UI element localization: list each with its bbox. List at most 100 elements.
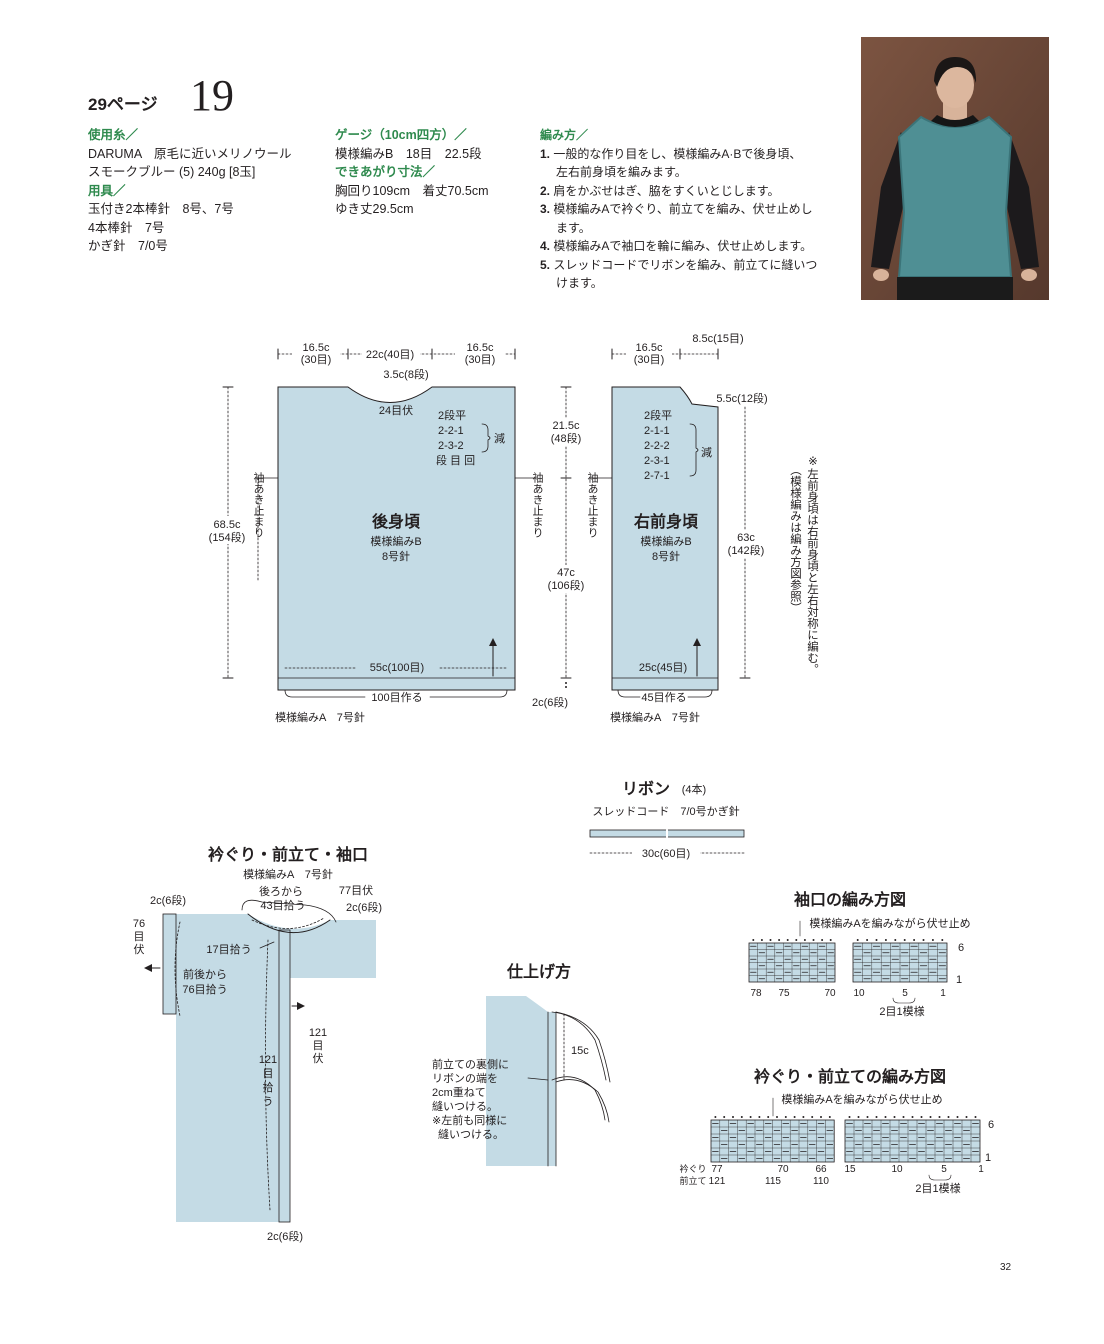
step-number: 2.	[540, 183, 551, 198]
collar-chart-title: 衿ぐり・前立ての編み方図	[754, 1067, 946, 1086]
front-neck-width: 8.5c(15目)	[692, 333, 743, 345]
back-dec-label: 減	[494, 431, 505, 445]
right-front-diagram: 16.5c (30目) 8.5c(15目) 5.5c(12段) 2段平 2-1-…	[586, 333, 819, 724]
tool-line: かぎ針 7/0号	[88, 239, 168, 253]
cuff-row: 6	[958, 942, 964, 954]
front-dec: 2段平	[644, 408, 672, 422]
middle-dimensions: 21.5c (48段) 47c (106段) 2c(6段)	[532, 386, 590, 709]
collar-chart-top: 模様編みAを編みながら伏せ止め	[781, 1092, 942, 1106]
back-shoulder-left: 16.5c	[303, 342, 330, 354]
tool-line: 4本棒針 7号	[88, 220, 165, 235]
back-height-rows: (154段)	[209, 530, 246, 544]
back-body-diagram: 16.5c (30目) 22c(40目) 16.5c (30目) 3.5c(8段…	[202, 341, 544, 724]
back-armhole-left: 袖あき止まり	[252, 471, 265, 538]
cuff-chart-top: 模様編みAを編みながら伏せ止め	[809, 916, 970, 930]
finish-title: 仕上げ方	[506, 962, 571, 981]
yarn-label: 使用糸／	[88, 128, 139, 142]
tool-line: 玉付き2本棒針 8号、7号	[88, 202, 234, 216]
gauge-label: ゲージ（10cm四方）／	[335, 128, 467, 142]
collar-label: 2c(6段)	[267, 1229, 303, 1243]
back-neck-depth: 3.5c(8段)	[383, 367, 428, 381]
yarn-line: DARUMA 原毛に近いメリノウール	[88, 146, 292, 161]
finish-length: 15c	[571, 1045, 589, 1057]
step-text-cont: 左右前身頃を編みます。	[556, 165, 687, 179]
cuff-row: 1	[956, 974, 962, 986]
ribbon-diagram: リボン (4本) スレッドコード 7/0号かぎ針 30c(60目)	[589, 780, 745, 860]
front-width: 25c(45目)	[639, 662, 687, 674]
collar-chart: 衿ぐり・前立ての編み方図 模様編みAを編みながら伏せ止め 6 1 衿ぐり 前立て…	[679, 1067, 994, 1195]
front-shoulder-rows: (30目)	[634, 354, 665, 366]
back-title: 後身頃	[372, 512, 421, 531]
collar-title: 衿ぐり・前立て・袖口	[208, 845, 368, 864]
finish-note: 縫いつける。	[432, 1099, 498, 1113]
collar-sub: 模様編みA 7号針	[243, 867, 333, 881]
collar-label: 伏	[313, 1051, 324, 1065]
step-text: 肩をかぶせはぎ、脇をすくいとじします。	[553, 183, 780, 198]
step-text: 模様編みAで袖口を輪に編み、伏せ止めします。	[553, 239, 813, 253]
front-height: 63c	[737, 532, 755, 544]
ribbon-title: リボン	[622, 780, 670, 798]
method-label: 編み方／	[540, 128, 589, 142]
collar-stitch-label: 70	[777, 1164, 789, 1175]
tools-label: 用具／	[88, 183, 126, 198]
collar-label: 拾	[263, 1080, 274, 1094]
front-cast-on: 45目作る	[641, 691, 686, 704]
ribbon-count: (4本)	[682, 782, 706, 796]
step-text-cont: けます。	[556, 276, 603, 290]
collar-label: 2c(6段)	[346, 900, 382, 914]
collar-repeat: 2目1模様	[915, 1181, 960, 1195]
step-text: 模様編みAで衿ぐり、前立てを編み、伏せ止めし	[553, 202, 813, 216]
finish-note: リボンの端を	[432, 1072, 498, 1085]
cuff-chart: 袖口の編み方図 模様編みAを編みながら伏せ止め 6 1 78 75 70 10 …	[748, 890, 971, 1018]
cuff-stitch-label: 70	[824, 988, 836, 999]
collar-stitch-label: 115	[765, 1176, 781, 1187]
cuff-stitch-label: 10	[853, 988, 865, 999]
collar-label: 43目拾う	[260, 898, 305, 912]
cuff-stitch-label: 1	[940, 988, 946, 999]
front-dec-label: 減	[701, 445, 712, 459]
front-height-rows: (142段)	[728, 543, 765, 557]
back-shoulder-right-rows: (30目)	[465, 354, 496, 366]
finish-note: 2cm重ねて	[432, 1085, 486, 1099]
back-dec: 2段平	[438, 408, 466, 422]
front-rib: 模様編みA 7号針	[610, 710, 700, 724]
front-dec: 2-2-2	[644, 440, 670, 452]
back-pattern: 模様編みB	[370, 534, 421, 548]
back-neck-bindoff: 24目伏	[379, 403, 413, 417]
finish-note: 縫いつける。	[438, 1127, 504, 1141]
step-3: 3. 模様編みAで衿ぐり、前立てを編み、伏せ止めし	[540, 200, 840, 219]
collar-label: 121	[259, 1054, 277, 1066]
size-line: 胸回り109cm 着丈70.5cm	[335, 183, 489, 198]
front-pattern: 模様編みB	[640, 534, 691, 548]
back-cast-on: 100目作る	[371, 691, 422, 704]
collar-label: 前後から	[183, 967, 227, 981]
collar-stitch-label: 1	[978, 1164, 984, 1175]
armhole-depth-rows: (48段)	[551, 431, 582, 445]
front-dec: 2-7-1	[644, 470, 670, 482]
back-dec: 2-2-1	[438, 425, 464, 437]
collar-label-neck: 衿ぐり	[679, 1163, 706, 1174]
step-5: 5. スレッドコードでリボンを編み、前立てに縫いつ	[540, 256, 840, 275]
back-neck-width: 22c(40目)	[366, 349, 414, 361]
collar-label: 17目拾う	[206, 942, 251, 956]
back-shoulder-right: 16.5c	[467, 342, 494, 354]
front-armhole: 袖あき止まり	[586, 471, 599, 538]
collar-stitch-label: 66	[815, 1164, 827, 1175]
collar-label-band: 前立て	[679, 1175, 706, 1186]
back-shoulder-left-rows: (30目)	[301, 354, 332, 366]
collar-stitch-label: 110	[813, 1176, 829, 1187]
page-reference: 29ページ	[88, 95, 158, 114]
cuff-stitch-label: 5	[902, 988, 908, 999]
collar-stitch-label: 77	[711, 1164, 723, 1175]
gauge-column: ゲージ（10cm四方）／ 模様編みB 18目 22.5段 できあがり寸法／ 胸回…	[335, 126, 489, 219]
step-4: 4. 模様編みAで袖口を輪に編み、伏せ止めします。	[540, 237, 840, 256]
back-dec: 2-3-2	[438, 440, 464, 452]
collar-label: 76	[133, 918, 145, 930]
ribbon-sub: スレッドコード 7/0号かぎ針	[592, 804, 739, 818]
collar-stitch-label: 10	[891, 1164, 903, 1175]
step-number: 3.	[540, 202, 551, 216]
cuff-stitch-label: 78	[750, 988, 762, 999]
back-width: 55c(100目)	[370, 662, 424, 674]
back-armhole-right: 袖あき止まり	[531, 471, 544, 538]
collar-label: 目	[134, 931, 145, 943]
